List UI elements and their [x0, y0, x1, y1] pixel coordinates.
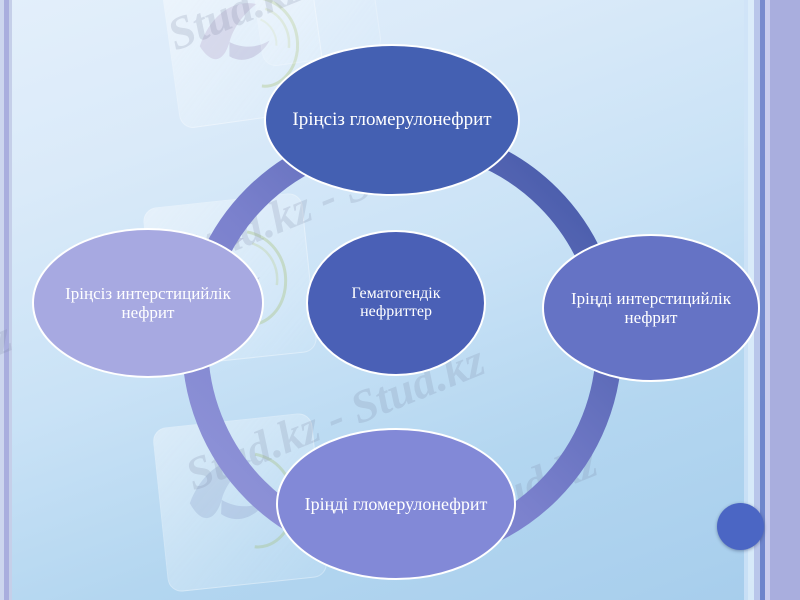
node-label: Іріңсіз гломерулонефрит: [292, 109, 492, 131]
edge-band-right-1: [770, 0, 800, 600]
node-left-irindsiz-interstitsiyalik-nefrit[interactable]: Іріңсіз интерстицийлік нефрит: [32, 228, 264, 378]
edge-band-left-1: [0, 0, 4, 600]
node-center-gematogendik-nefritter[interactable]: Гематогендік нефриттер: [306, 230, 486, 376]
node-bottom-irindi-glomerulonefrit[interactable]: Іріңді гломерулонефрит: [276, 428, 516, 580]
node-right-irindi-interstitsiyalik-nefrit[interactable]: Іріңді интерстицийлік нефрит: [542, 234, 760, 382]
edge-band-left-2: [4, 0, 9, 600]
node-top-irindsiz-glomerulonefrit[interactable]: Іріңсіз гломерулонефрит: [264, 44, 520, 196]
node-label: Іріңді гломерулонефрит: [304, 493, 488, 514]
edge-band-left-3: [9, 0, 12, 600]
decorative-dot: [717, 503, 764, 550]
hummingbird-leaf-icon: [199, 0, 299, 88]
edge-band-right-3: [760, 0, 765, 600]
node-label: Іріңсіз интерстицийлік нефрит: [65, 283, 231, 322]
edge-band-right-2: [765, 0, 770, 600]
node-label: Гематогендік нефриттер: [351, 284, 441, 320]
decorative-art-card-top: [160, 0, 330, 130]
node-label: Іріңді интерстицийлік нефрит: [570, 288, 732, 327]
